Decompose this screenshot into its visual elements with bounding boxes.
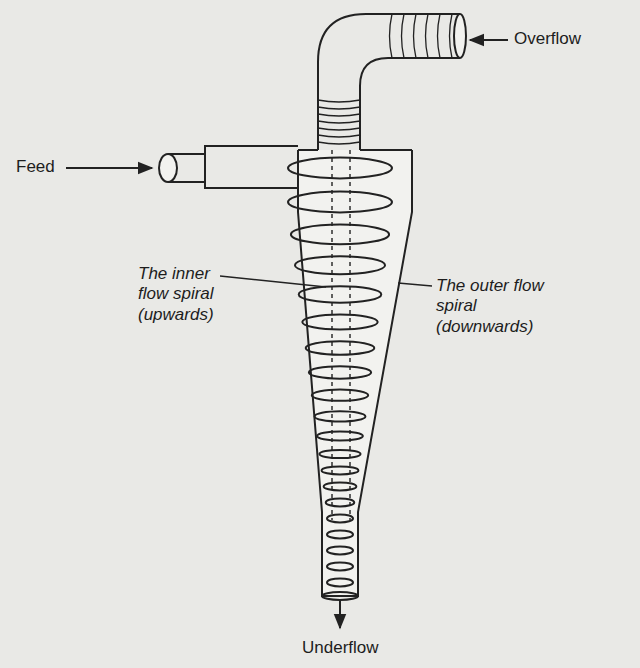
part-label: The outer flow spiral (downwards) [436,276,544,337]
inlet-step [204,146,206,188]
corrugation-ring [318,128,360,130]
corrugation-ring [318,121,360,123]
leader-line [398,283,432,286]
spiral-loop [291,225,389,245]
spiral-loop [288,158,392,179]
corrugation-ring [318,142,360,144]
feed-inlet-pipe [176,146,298,188]
spiral-loop [295,256,385,274]
corrugation-ring [426,14,429,58]
part-label: Underflow [302,638,379,658]
feed-arrow [66,167,152,169]
inner-vortex [332,150,350,520]
spiral-loop [324,482,357,490]
spiral-loop [315,411,366,421]
spiral-loop [288,192,392,213]
corrugation-ring [318,107,360,109]
spiral-loop [327,578,353,586]
cyclone-roof [298,149,412,151]
spiral-loop [309,366,371,378]
inlet-cap [159,154,177,182]
corrugation-ring [318,100,360,102]
flow-spirals [288,158,392,587]
inlet-cap-side [168,154,176,182]
corrugation-ring [390,14,393,58]
corrugation-ring [318,135,360,137]
cyclone-shell [298,150,412,596]
underflow-arrow [339,600,341,628]
overflow-outlet [454,14,466,58]
spiral-loop [299,286,382,303]
spiral-loop [327,514,353,522]
spiral-loop [322,466,359,474]
spiral-loop [302,314,377,329]
spiral-loop [319,450,360,458]
spiral-loop [327,530,353,538]
corrugation-ring [318,114,360,116]
overflow-pipe-outer [318,14,460,150]
spiral-loop [317,431,363,440]
spiral-loop [306,341,375,355]
part-label: The inner flow spiral (upwards) [138,264,234,325]
overflow-pipe-inner [360,58,460,150]
pipe-corrugation [318,14,452,144]
corrugation-ring [438,14,441,58]
corrugation-ring [402,14,405,58]
corrugation-ring [414,14,417,58]
spiral-loop [312,390,368,401]
leader-line [220,276,326,287]
apex-outlet [322,592,358,600]
corrugation-ring [450,14,453,58]
part-label: Feed [16,157,55,177]
spiral-loop [327,546,353,554]
spiral-loop [327,562,353,570]
part-label: Overflow [514,29,581,49]
overflow-arrow [470,39,508,41]
